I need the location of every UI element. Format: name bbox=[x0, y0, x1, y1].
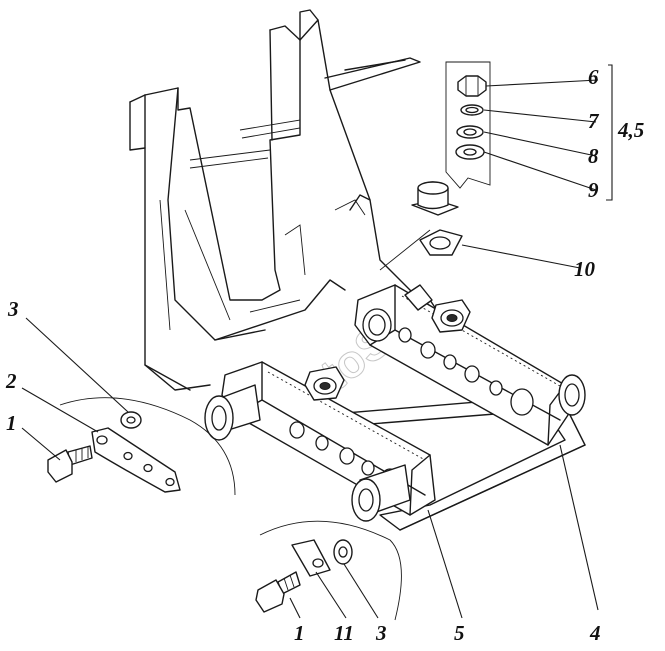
callout-4: 4 bbox=[589, 621, 601, 645]
callout-4-5: 4,5 bbox=[617, 118, 644, 142]
bottom-hardware bbox=[255, 520, 402, 621]
callout-10: 10 bbox=[574, 257, 596, 281]
gasket-10 bbox=[419, 229, 463, 256]
callout-7: 7 bbox=[588, 109, 600, 133]
callout-3-bottom: 3 bbox=[375, 621, 387, 645]
callout-9: 9 bbox=[588, 178, 599, 202]
callout-8: 8 bbox=[588, 144, 599, 168]
callout-1-bottom: 1 bbox=[294, 621, 305, 645]
left-hardware bbox=[47, 397, 236, 496]
body-bracket bbox=[129, 9, 471, 391]
frame-rear-right bbox=[354, 284, 586, 446]
callout-11: 11 bbox=[334, 621, 354, 645]
leader-lines bbox=[21, 79, 599, 619]
callout-1-left: 1 bbox=[6, 411, 17, 435]
frame-front-left bbox=[204, 361, 436, 522]
callout-3-left: 3 bbox=[7, 297, 19, 321]
callout-2-left: 2 bbox=[5, 369, 17, 393]
rubber-mount bbox=[411, 181, 459, 216]
callout-6: 6 bbox=[588, 65, 599, 89]
callouts: 3 2 1 6 7 4,5 8 9 10 1 11 3 5 4 bbox=[5, 65, 644, 645]
callout-5: 5 bbox=[454, 621, 465, 645]
fastener-inset bbox=[445, 61, 613, 201]
